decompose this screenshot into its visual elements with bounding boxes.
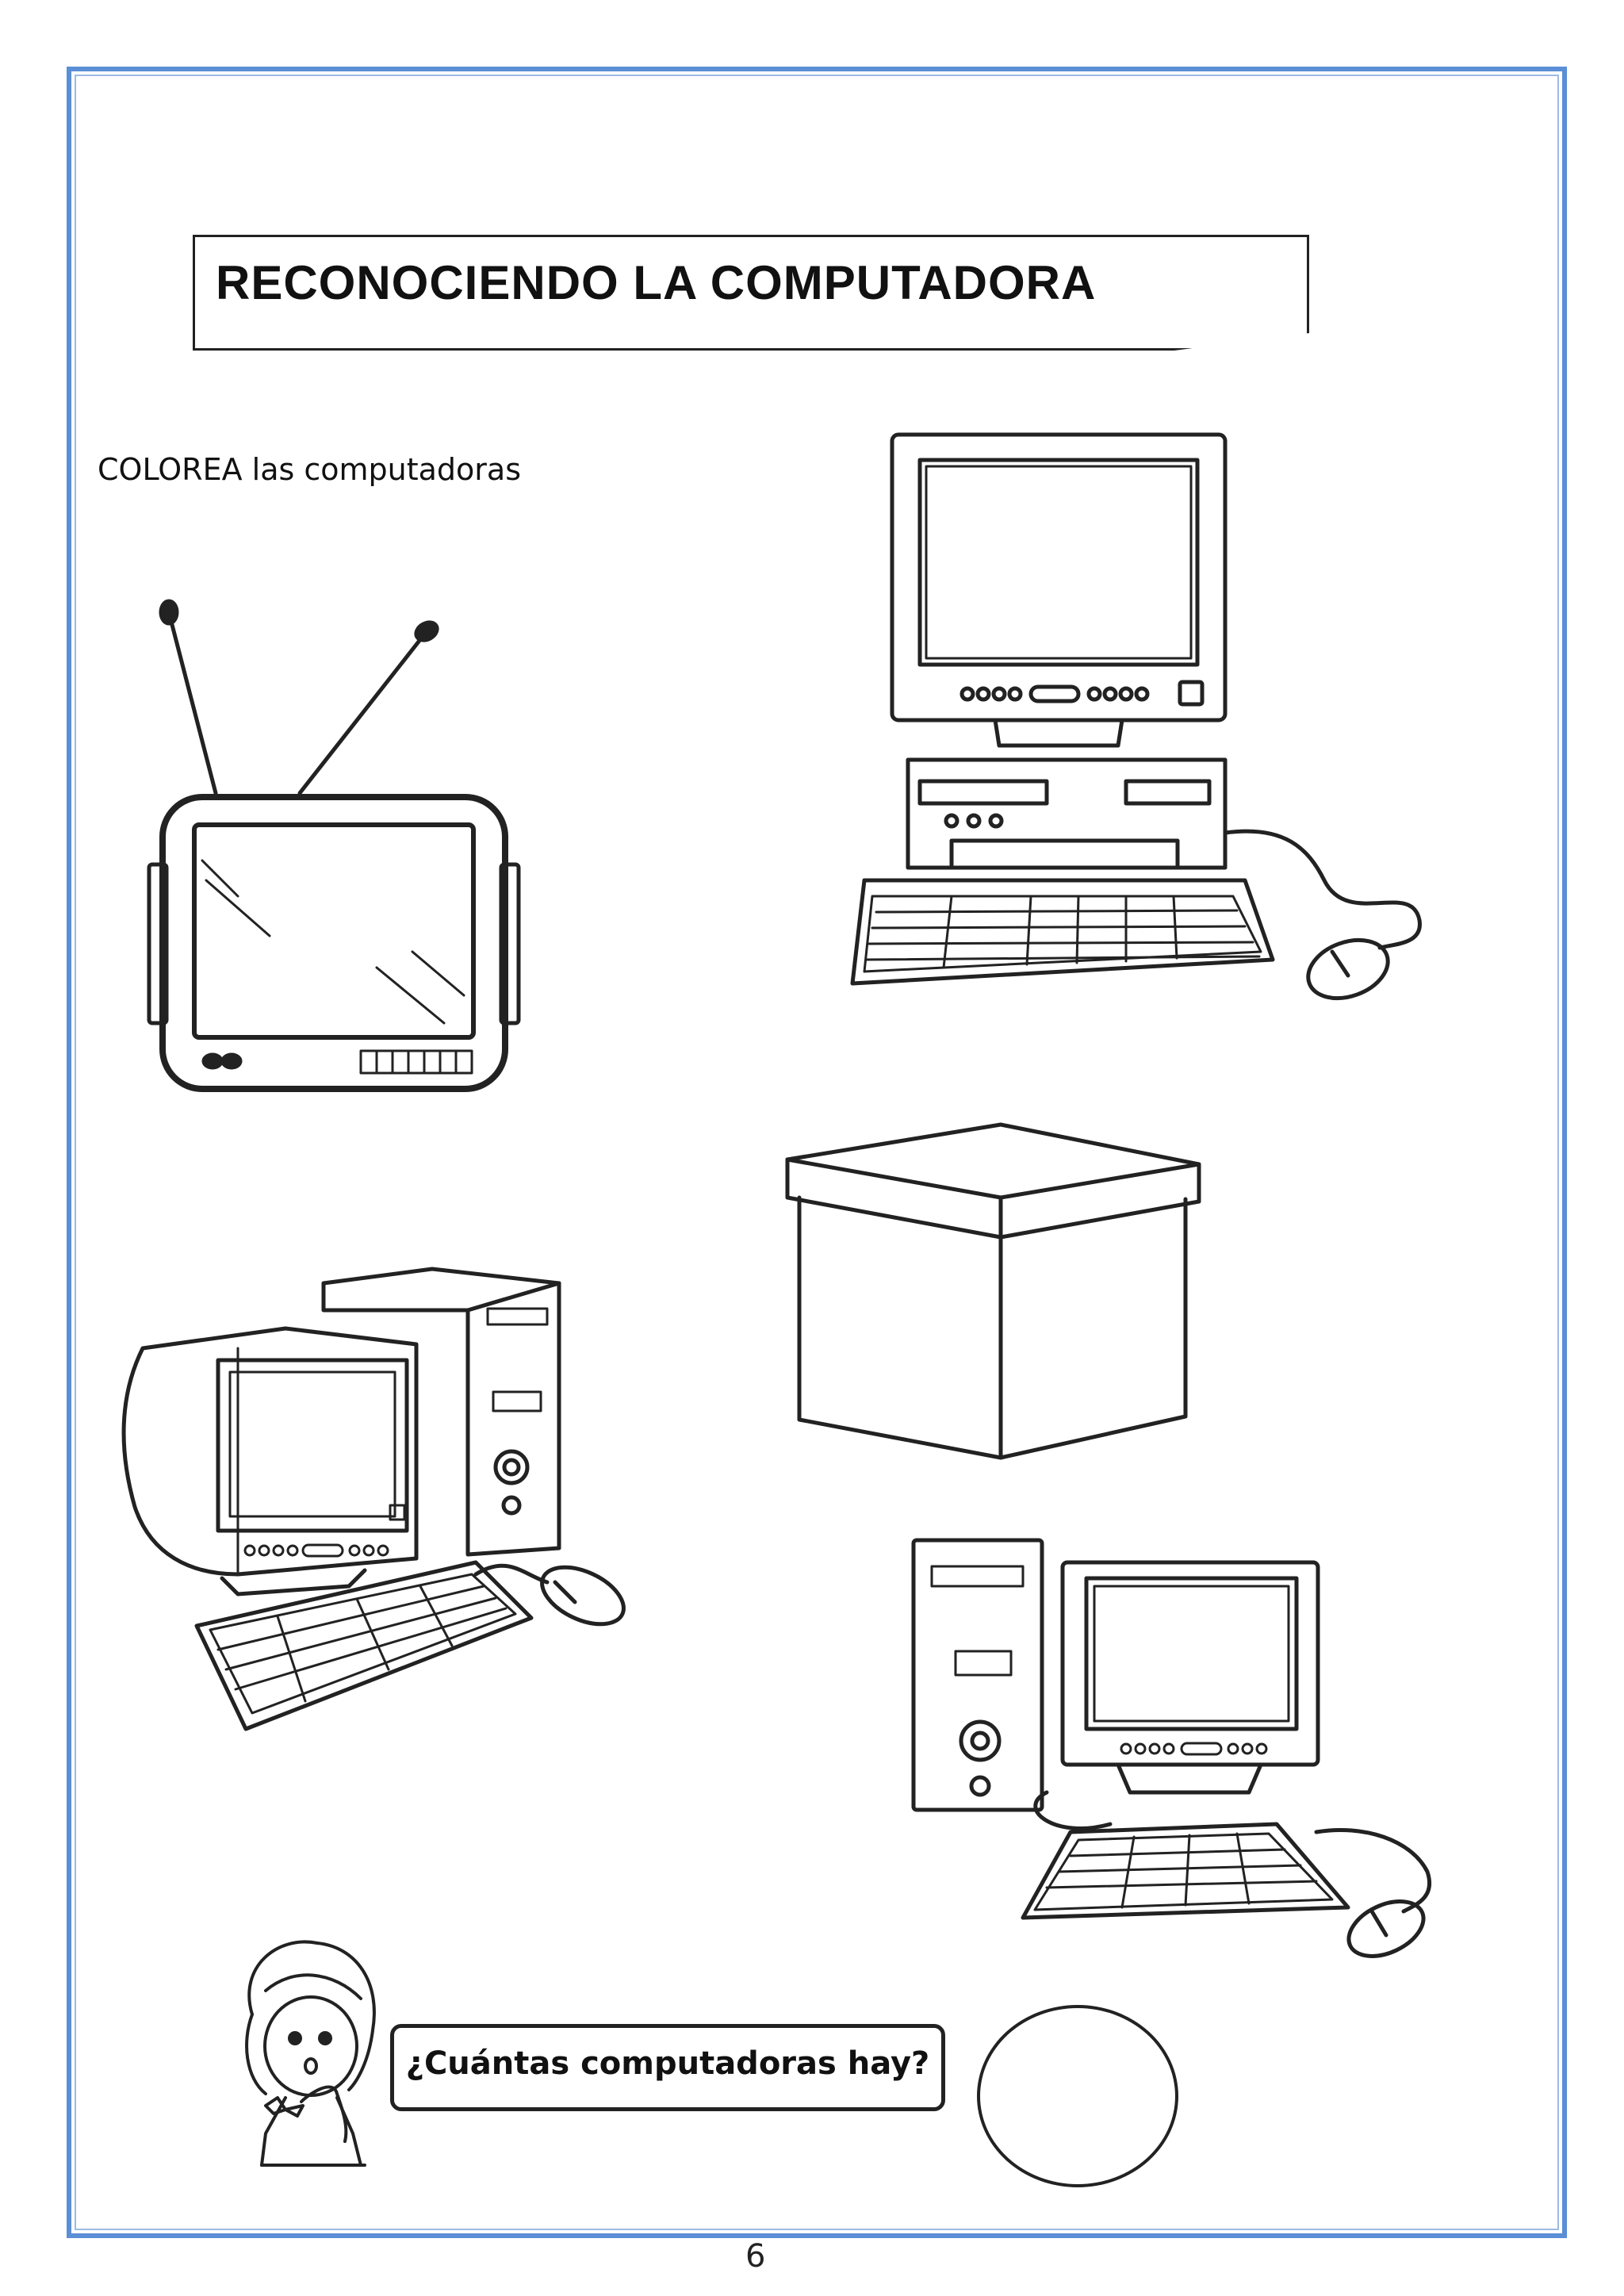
flat-monitor	[1060, 1560, 1320, 1767]
computer-desktop-icon[interactable]	[850, 432, 1422, 1009]
keyboard	[1021, 1822, 1350, 1920]
television-icon[interactable]	[147, 599, 521, 1092]
monitor-body	[890, 432, 1228, 723]
mouse	[1306, 937, 1390, 1001]
title-box	[193, 235, 1309, 351]
mouse	[540, 1565, 626, 1627]
monitor-screen	[917, 458, 1200, 667]
box-icon[interactable]	[785, 1122, 1201, 1460]
answer-circle[interactable]	[977, 2005, 1178, 2187]
page-title: RECONOCIENDO LA COMPUTADORA	[216, 256, 1097, 309]
computer-tower-flat-icon[interactable]	[911, 1538, 1432, 1967]
page-curl	[1174, 333, 1309, 351]
keyboard	[850, 878, 1275, 986]
crt-screen	[216, 1358, 409, 1533]
keyboard	[194, 1560, 534, 1731]
question-text: ¿Cuántas computadoras hay?	[405, 2045, 930, 2082]
thinking-girl-icon	[245, 1940, 376, 2167]
page-number: 6	[745, 2238, 766, 2275]
tv-screen	[192, 822, 476, 1040]
instruction-text: COLOREA las computadoras	[98, 452, 522, 487]
page-frame	[67, 67, 1567, 2238]
question-box: ¿Cuántas computadoras hay?	[390, 2024, 945, 2111]
tv-body	[159, 794, 508, 1092]
computer-tower-crt-icon[interactable]	[121, 1267, 632, 1731]
mouse	[1346, 1899, 1426, 1958]
